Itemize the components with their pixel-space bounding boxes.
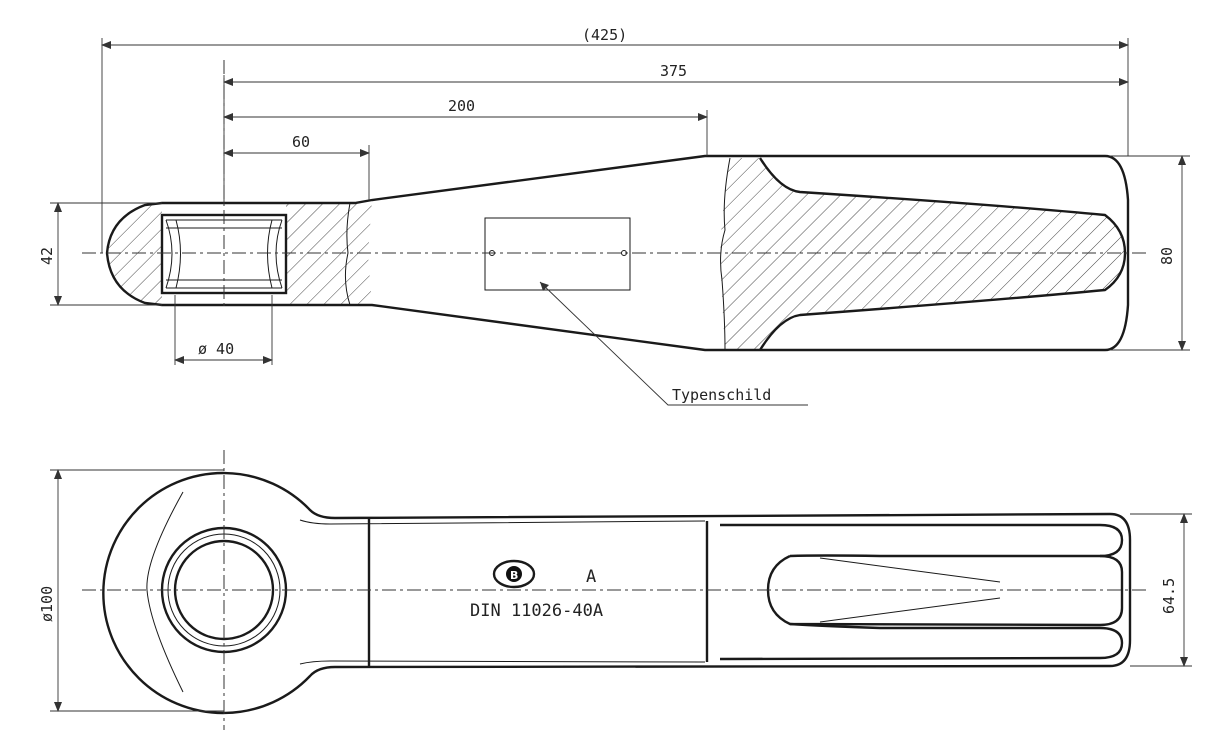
dimensions-top: (425) 375 200 60 42 ø 40 80 [38, 26, 1190, 365]
fork-slot-top [720, 523, 1124, 558]
fork-slot-middle-taper [819, 557, 1001, 623]
marking-letter: A [586, 567, 596, 587]
dimensions-bottom: ø100 64.5 [38, 469, 1192, 712]
dim-375: 375 [660, 62, 687, 80]
dim-fork-width: 64.5 [1160, 578, 1178, 614]
break-line-eye [344, 202, 351, 306]
eye-hatch [286, 200, 372, 305]
plan-outline [102, 471, 1132, 715]
dim-80: 80 [1158, 247, 1176, 265]
standard-marking: DIN 11026-40A [470, 601, 603, 621]
fork-slot-middle [766, 554, 1124, 627]
plan-view: B A DIN 11026-40A [82, 450, 1150, 730]
dim-200: 200 [448, 97, 475, 115]
eye-hatch-left [107, 203, 162, 305]
manufacturer-logo [492, 559, 536, 589]
break-line [720, 157, 731, 351]
end-hatch [720, 158, 1125, 350]
section-outline [105, 154, 1130, 352]
nameplate-label: Typenschild [672, 386, 771, 404]
dim-42: 42 [38, 247, 56, 265]
dim-425: (425) [582, 26, 627, 44]
dim-60: 60 [292, 133, 310, 151]
dim-bore: ø 40 [198, 340, 234, 358]
nameplate-leader [539, 281, 808, 406]
fork-slot-bottom [719, 622, 1124, 661]
dim-eye-diameter: ø100 [38, 586, 56, 622]
section-view: Typenschild [82, 60, 1150, 406]
plan-inner-outline [299, 519, 706, 665]
eye-chamfer [146, 491, 184, 693]
nameplate-area [484, 217, 631, 291]
logo-letter: B [510, 569, 518, 582]
